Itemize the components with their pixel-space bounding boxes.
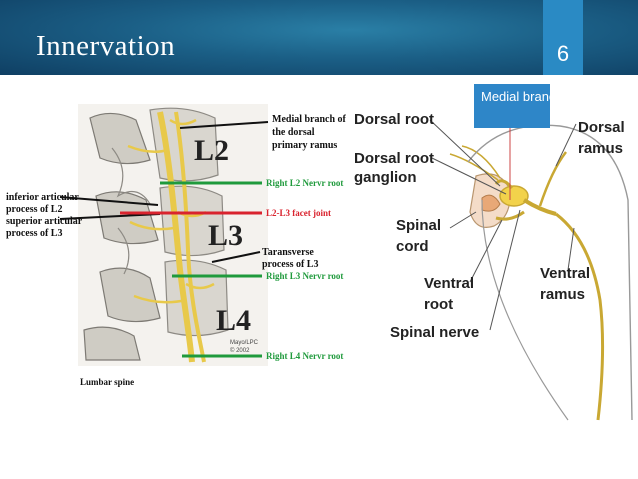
inferior-articular-label-1: inferior articular (6, 192, 79, 203)
drg-label-2: ganglion (354, 169, 417, 186)
medial-branch-label-3: primary ramus (272, 140, 337, 151)
spinal-cord-label-1: Spinal (396, 217, 441, 234)
l3-root-label: Right L3 Nervr root (266, 271, 343, 281)
ventral-root-label-2: root (424, 296, 453, 313)
slide-header (0, 0, 638, 75)
medial-branch-tooltip: Medial branch (474, 84, 550, 128)
superior-articular-leader (59, 213, 161, 220)
transverse-label-1: Taransverse (262, 247, 314, 258)
transverse-label-2: process of L3 (262, 259, 318, 270)
spinal-nerve-label: Spinal nerve (390, 324, 479, 341)
spinal-cord-label-2: cord (396, 238, 429, 255)
dorsal-ramus-label-1: Dorsal (578, 119, 625, 136)
transverse-leader (211, 251, 261, 263)
l2-root-label: Right L2 Nervr root (266, 178, 343, 188)
medial-branch-leader (179, 121, 269, 129)
credit-line-2: © 2002 (230, 347, 250, 354)
inferior-articular-leader (59, 196, 159, 206)
medial-branch-label-2: the dorsal (272, 127, 315, 138)
drg-label-1: Dorsal root (354, 150, 434, 167)
level-label-l3: L3 (208, 219, 243, 252)
superior-articular-label-1: superior articular (6, 216, 83, 227)
facet-joint-label: L2-L3 facet joint (266, 208, 331, 218)
l4-root-label: Right L4 Nervr root (266, 351, 343, 361)
ventral-root-label-1: Ventral (424, 275, 474, 292)
spine-caption: Lumbar spine (80, 377, 134, 387)
spinal-nerve-illustration (449, 124, 633, 421)
ventral-ramus-label-2: ramus (540, 286, 585, 303)
dorsal-root-label: Dorsal root (354, 111, 434, 128)
inferior-articular-label-2: process of L2 (6, 204, 62, 215)
level-label-l2: L2 (194, 134, 229, 167)
slide-number: 6 (543, 0, 583, 75)
dorsal-ramus-label-2: ramus (578, 140, 623, 157)
slide-title: Innervation (36, 30, 176, 62)
credit-line-1: Mayo/LPC (230, 340, 259, 346)
level-label-l4: L4 (216, 304, 251, 337)
medial-branch-label-1: Medial branch of (272, 114, 347, 125)
spine-illustration (78, 104, 268, 366)
superior-articular-label-2: process of L3 (6, 228, 62, 239)
ventral-ramus-label-1: Ventral (540, 265, 590, 282)
